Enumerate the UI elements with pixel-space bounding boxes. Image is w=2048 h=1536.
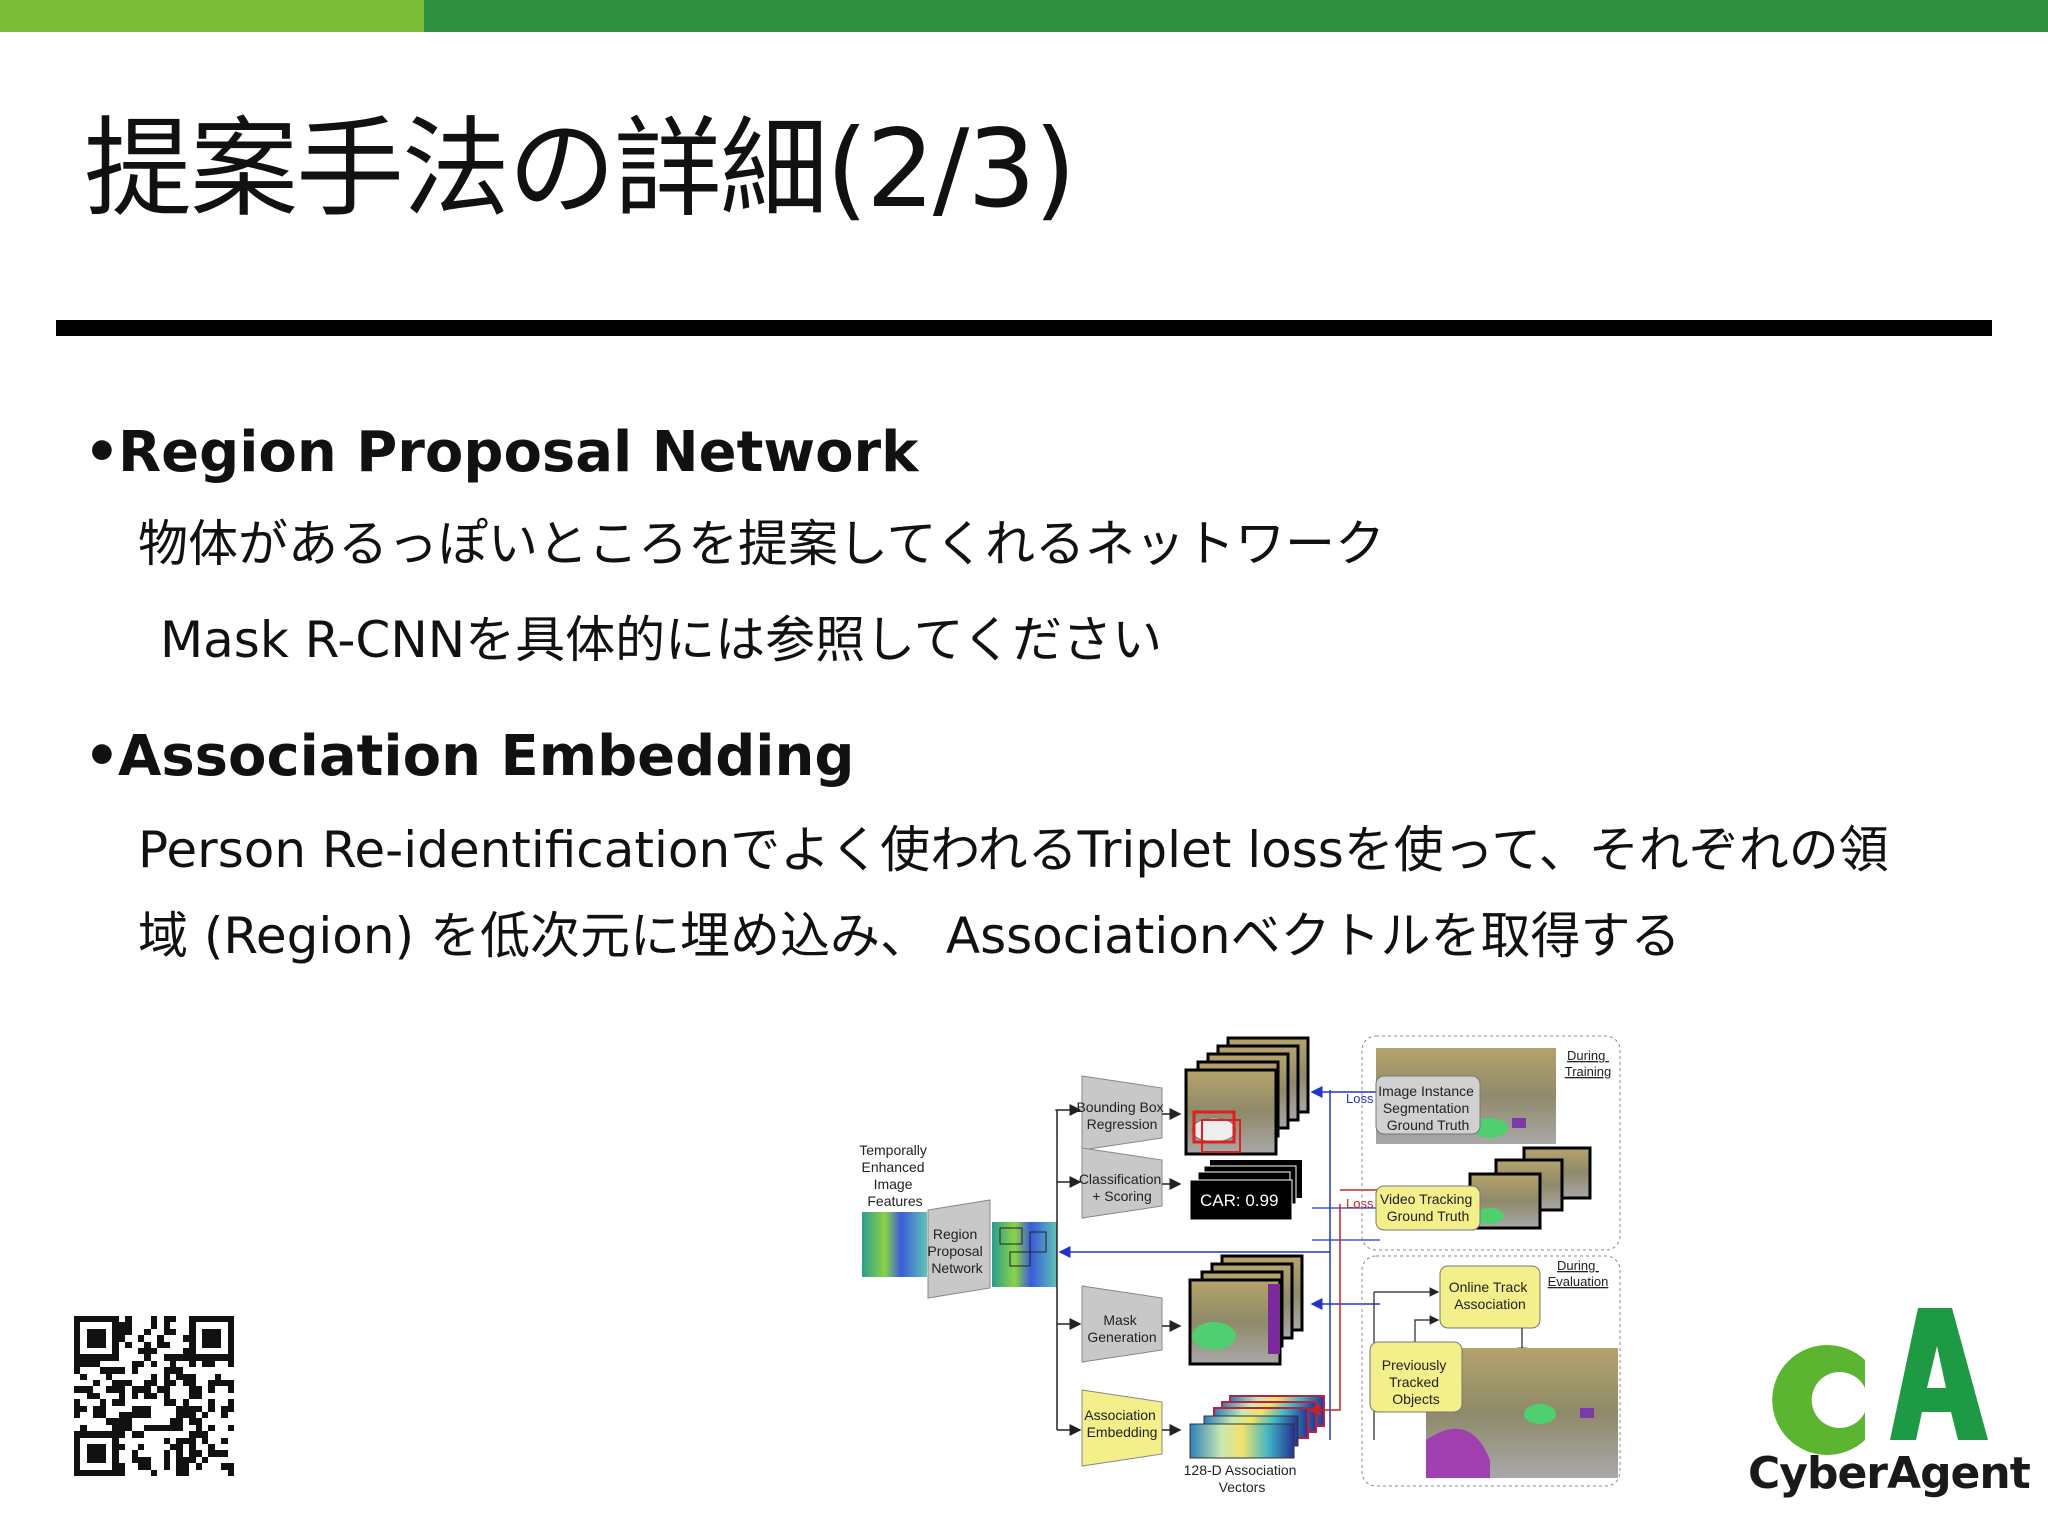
classification-head xyxy=(1081,1147,1163,1219)
seg-gt-label: Image Instance Segmentation Ground Truth xyxy=(1378,1083,1478,1133)
vectors-label: 128-D Association Vectors xyxy=(1184,1462,1301,1495)
bullet-text: Mask R-CNNを具体的には参照してください xyxy=(160,611,1163,669)
previously-tracked-label: Previously Tracked Objects xyxy=(1382,1357,1450,1407)
rpn-block xyxy=(927,1199,991,1299)
loss-label-blue: Loss xyxy=(1346,1091,1374,1106)
rpn-box xyxy=(999,1227,1023,1245)
online-track-box xyxy=(1439,1265,1541,1329)
track-gt-label: Video Tracking Ground Truth xyxy=(1380,1191,1476,1224)
feature-heatmap xyxy=(862,1212,927,1277)
rpn-feature-map xyxy=(992,1222,1057,1287)
classification-head-label: Classification + Scoring xyxy=(1079,1171,1165,1204)
bullet-region-proposal: •Region Proposal Network xyxy=(84,418,918,488)
bbox-head xyxy=(1081,1075,1163,1151)
bullet-dot: • xyxy=(84,420,120,485)
loss-label-red: Loss xyxy=(1346,1196,1374,1211)
track-gt-box xyxy=(1375,1185,1481,1231)
bullet-heading: Association Embedding xyxy=(118,724,855,789)
architecture-diagram: Temporally Enhanced Image Features Regio… xyxy=(859,1035,1621,1495)
cyberagent-logo-icon xyxy=(1772,1308,1988,1455)
bullet-dot: • xyxy=(84,724,120,789)
training-panel xyxy=(1361,1035,1621,1251)
qr-code-icon xyxy=(74,1316,234,1476)
bullet-text: 物体があるっぽいところを提案してくれるネットワーク xyxy=(138,515,1385,573)
rpn-label: Region Proposal Network xyxy=(927,1226,986,1276)
training-label: During Training xyxy=(1565,1048,1611,1079)
slide-title: 提案手法の詳細(2/3) xyxy=(84,107,1076,232)
cyberagent-logo-text: CyberAgent xyxy=(1748,1448,2031,1499)
association-vectors xyxy=(1189,1395,1325,1459)
evaluation-panel xyxy=(1361,1255,1621,1487)
logo-a-mark xyxy=(1890,1308,1988,1440)
logo-c-mark xyxy=(1772,1345,1865,1455)
online-track-label: Online Track Association xyxy=(1449,1279,1531,1312)
bullet-association-embedding: •Association Embedding xyxy=(84,722,854,792)
association-head-label: Association Embedding xyxy=(1084,1407,1159,1440)
rpn-box xyxy=(1029,1231,1047,1253)
bullet-text: Person Re-identificationでよく使われるTriplet l… xyxy=(138,821,1889,879)
top-bar-accent xyxy=(0,0,424,32)
car-score-label: CAR: 0.99 xyxy=(1200,1191,1278,1210)
association-head xyxy=(1081,1389,1163,1467)
seg-gt-box xyxy=(1375,1075,1481,1135)
rpn-box xyxy=(1009,1251,1031,1267)
evaluation-label: During Evaluation xyxy=(1548,1258,1609,1289)
mask-head-label: Mask Generation xyxy=(1087,1312,1156,1345)
bbox-head-label: Bounding Box Regression xyxy=(1076,1099,1167,1132)
bbox-output-stack xyxy=(1184,1036,1310,1156)
input-label: Temporally Enhanced Image Features xyxy=(859,1142,931,1209)
previously-tracked-box xyxy=(1369,1341,1463,1413)
bullet-text: 域 (Region) を低次元に埋め込み、 Associationベクトルを取得… xyxy=(138,907,1681,965)
mask-head xyxy=(1081,1285,1163,1363)
car-score-stack: CAR: 0.99 xyxy=(1189,1160,1302,1221)
mask-output-stack xyxy=(1188,1254,1304,1366)
title-rule xyxy=(56,320,1992,336)
bullet-heading: Region Proposal Network xyxy=(118,420,919,485)
